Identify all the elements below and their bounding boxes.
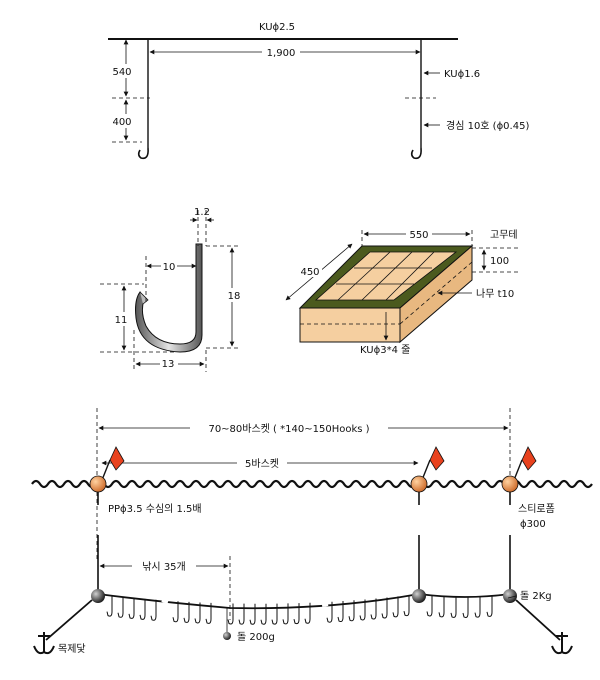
float-label: 스티로폼 <box>518 503 555 515</box>
hook-icon <box>474 596 481 618</box>
buoy-lines <box>97 492 511 590</box>
hook-icon <box>128 597 135 619</box>
hook-icon <box>450 596 457 618</box>
hook-icon <box>370 598 377 620</box>
buoy-icon <box>410 475 428 493</box>
right-hook-icon <box>410 147 422 160</box>
hook-icon <box>381 597 388 619</box>
hook-icon <box>426 595 433 617</box>
hook-icon <box>106 595 113 617</box>
hook-icon <box>260 603 267 625</box>
basket-depth-dim: 100 <box>490 256 509 267</box>
hook-icon <box>293 603 300 625</box>
stone-weight-label: 돌 2Kg <box>520 590 552 602</box>
hook-height-dim: 18 <box>228 291 241 302</box>
span-label: 1,900 <box>267 48 296 59</box>
basket-detail: 550 고무테 100 450 나무 t10 KUϕ3*4 줄 <box>285 227 520 356</box>
hook-icon <box>304 602 311 624</box>
hook-icon <box>183 601 190 623</box>
small-stone-icon <box>223 632 231 640</box>
upper-length: 540 <box>112 67 131 78</box>
hook-icon <box>238 603 245 625</box>
hook-icon <box>438 596 445 618</box>
hook-icon <box>249 603 256 625</box>
hook-icon <box>326 601 333 623</box>
hook-icon <box>462 596 469 618</box>
float-size-label: ϕ300 <box>520 519 546 530</box>
mainline-label: KUϕ2.5 <box>259 22 295 33</box>
basket-length-dim: 550 <box>409 230 428 241</box>
hook-icon <box>194 602 201 624</box>
hook-icon <box>486 595 493 617</box>
left-hook-icon <box>137 147 149 160</box>
float-line-label: PPϕ3.5 수심의 1.5배 <box>108 503 202 515</box>
hook-barb-dim: 11 <box>115 315 128 326</box>
basket-front <box>299 307 401 343</box>
hook-icon <box>117 596 124 618</box>
stone-icon <box>91 589 105 603</box>
hook-icon <box>139 598 146 620</box>
hook-icon <box>150 599 157 621</box>
flag-icon <box>101 446 125 481</box>
basket-rubber-label: 고무테 <box>490 229 518 241</box>
left-anchor-line <box>45 599 93 641</box>
buoy-icon <box>89 475 107 493</box>
hook-icon <box>205 602 212 624</box>
leader-label: 경심 10호 (ϕ0.45) <box>446 119 529 132</box>
lower-length: 400 <box>112 117 131 128</box>
basket-side <box>399 244 473 344</box>
anchor-icon <box>33 632 55 655</box>
hook-detail: 1.2 10 18 11 13 <box>100 207 242 372</box>
stone-icon <box>412 589 426 603</box>
sinker-label: 돌 200g <box>237 631 275 643</box>
hook-icon <box>282 603 289 625</box>
branch-line-section: KUϕ2.5 1,900 540 400 KUϕ1.6 경심 10호 (ϕ0.4… <box>108 22 529 160</box>
hooks-count-label: 낚시 35개 <box>142 561 186 573</box>
basket-width-dim: 450 <box>300 267 319 278</box>
sea-surface <box>31 479 593 489</box>
branch-label: KUϕ1.6 <box>444 69 480 80</box>
hook-icon <box>359 599 366 621</box>
hook-wire-dim: 1.2 <box>194 207 210 218</box>
hook-icon <box>403 595 410 617</box>
longline-layout: 70~80바스켓 ( *140~150Hooks ) 5바스켓 P <box>31 408 593 655</box>
underwater-mainline <box>97 593 420 610</box>
flag-icon <box>421 446 445 481</box>
hook-gap-dim: 10 <box>163 262 176 273</box>
anchor-icon <box>551 632 573 655</box>
basket-wood-label: 나무 t10 <box>476 288 514 300</box>
hook-icon <box>227 603 234 625</box>
flag-icon <box>513 446 537 481</box>
hook-icon <box>337 601 344 623</box>
hook-icon <box>392 596 399 618</box>
anchor-label: 목제닻 <box>58 643 86 655</box>
basket-rope-label: KUϕ3*4 줄 <box>360 344 410 356</box>
total-span-label: 70~80바스켓 ( *140~150Hooks ) <box>208 423 369 435</box>
hook-row <box>106 595 493 625</box>
buoy-icon <box>501 475 519 493</box>
stone-icon <box>503 589 517 603</box>
hook-width-dim: 13 <box>162 359 175 370</box>
hook-icon <box>271 603 278 625</box>
float-span-label: 5바스켓 <box>245 458 279 470</box>
hook-icon <box>348 600 355 622</box>
right-anchor-line <box>515 599 561 641</box>
hook-icon <box>172 601 179 623</box>
